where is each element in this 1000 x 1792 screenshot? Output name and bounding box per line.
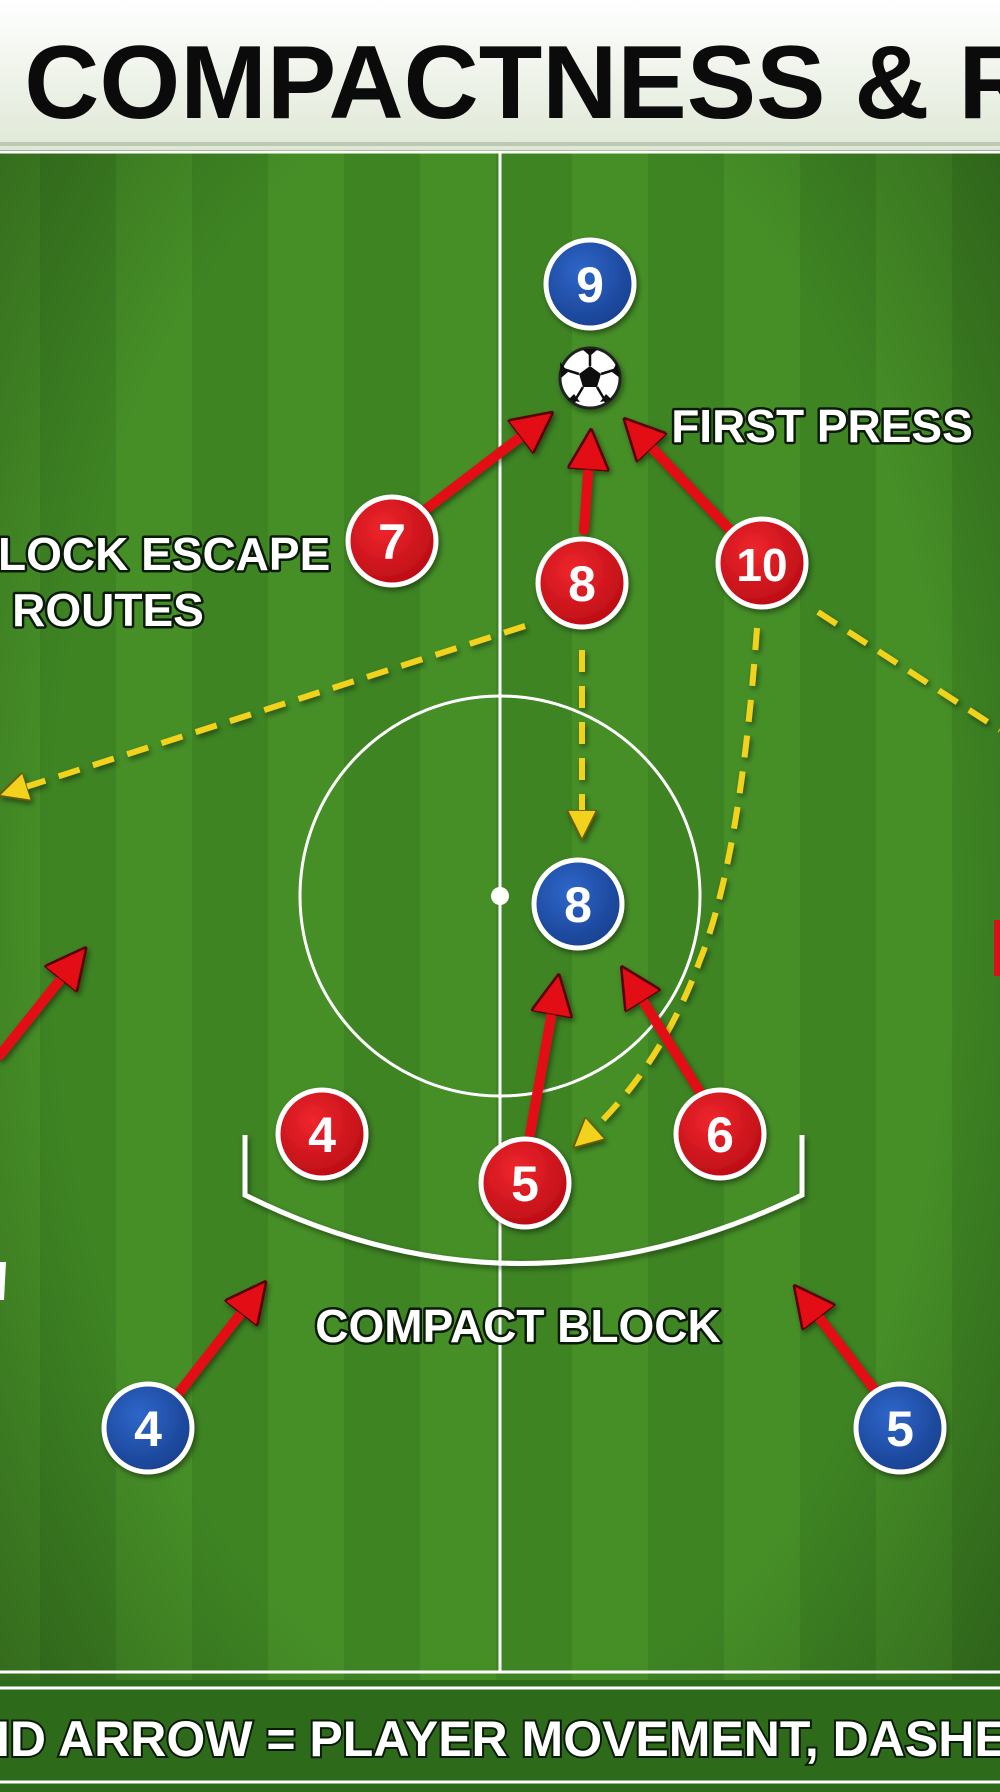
- arrow-7-press: [420, 422, 540, 515]
- compact-block-bracket: [242, 1135, 805, 1266]
- player-red-4: 4: [275, 1087, 369, 1181]
- player-blue-8: 8: [531, 857, 625, 951]
- player-number: 4: [134, 1401, 162, 1457]
- field-lines: [0, 150, 1000, 1674]
- legend-bar: ID ARROW = PLAYER MOVEMENT, DASHED ARROW…: [0, 1680, 1000, 1792]
- player-blue-4: 4: [101, 1381, 195, 1475]
- arrow-10-press: [635, 430, 735, 535]
- arrow-6-cover: [630, 980, 710, 1105]
- arrow-left-shift: [0, 960, 76, 1060]
- movement-arrows: [0, 422, 883, 1399]
- player-number: 7: [378, 514, 406, 570]
- arrow-5-cover: [525, 990, 556, 1139]
- edge-arrow-fragment: [994, 920, 1000, 976]
- player-number: 6: [706, 1107, 734, 1163]
- dashed-arrow-10-down: [582, 627, 760, 1140]
- player-red-6: 6: [673, 1087, 767, 1181]
- title-banner: SS: COMPACTNESS & REC: [0, 0, 1000, 150]
- center-spot: [491, 887, 509, 905]
- player-number: 8: [564, 877, 592, 933]
- block-escape-label-line1: LOCK ESCAPE: [0, 528, 330, 580]
- dashed-arrow-10-right: [816, 609, 1000, 733]
- player-blue-5: 5: [853, 1381, 947, 1475]
- player-number: 5: [886, 1401, 914, 1457]
- compact-block-label: COMPACT BLOCK: [315, 1300, 720, 1352]
- arrow-8-press: [584, 445, 590, 535]
- title: SS: COMPACTNESS & REC: [0, 25, 1000, 141]
- dashed-arrow-8-left: [10, 623, 526, 792]
- first-press-label: FIRST PRESS: [671, 400, 973, 452]
- player-number: 10: [736, 539, 787, 591]
- block-escape-label-line2: ROUTES: [12, 584, 204, 636]
- soccer-ball-icon: [558, 346, 622, 410]
- legend-text: ID ARROW = PLAYER MOVEMENT, DASHED ARROW…: [0, 1711, 1000, 1767]
- player-blue-9: 9: [543, 237, 637, 331]
- player-number: 9: [576, 257, 604, 313]
- arrow-blue-5: [804, 1298, 883, 1399]
- ball-arrows: [10, 609, 1000, 1140]
- arrow-blue-4: [173, 1294, 256, 1399]
- center-circle: [298, 694, 702, 1098]
- blue-team: 9 8 4 5: [101, 237, 947, 1475]
- player-red-7: 7: [345, 494, 439, 588]
- player-number: 4: [308, 1107, 336, 1163]
- red-team: 7 8 10 4 5 6: [275, 494, 809, 1230]
- edge-bracket-fragment: [0, 1262, 6, 1300]
- player-number: 5: [511, 1156, 539, 1212]
- player-red-5: 5: [478, 1136, 572, 1230]
- player-red-10: 10: [715, 516, 809, 610]
- player-red-8: 8: [535, 536, 629, 630]
- player-number: 8: [568, 556, 596, 612]
